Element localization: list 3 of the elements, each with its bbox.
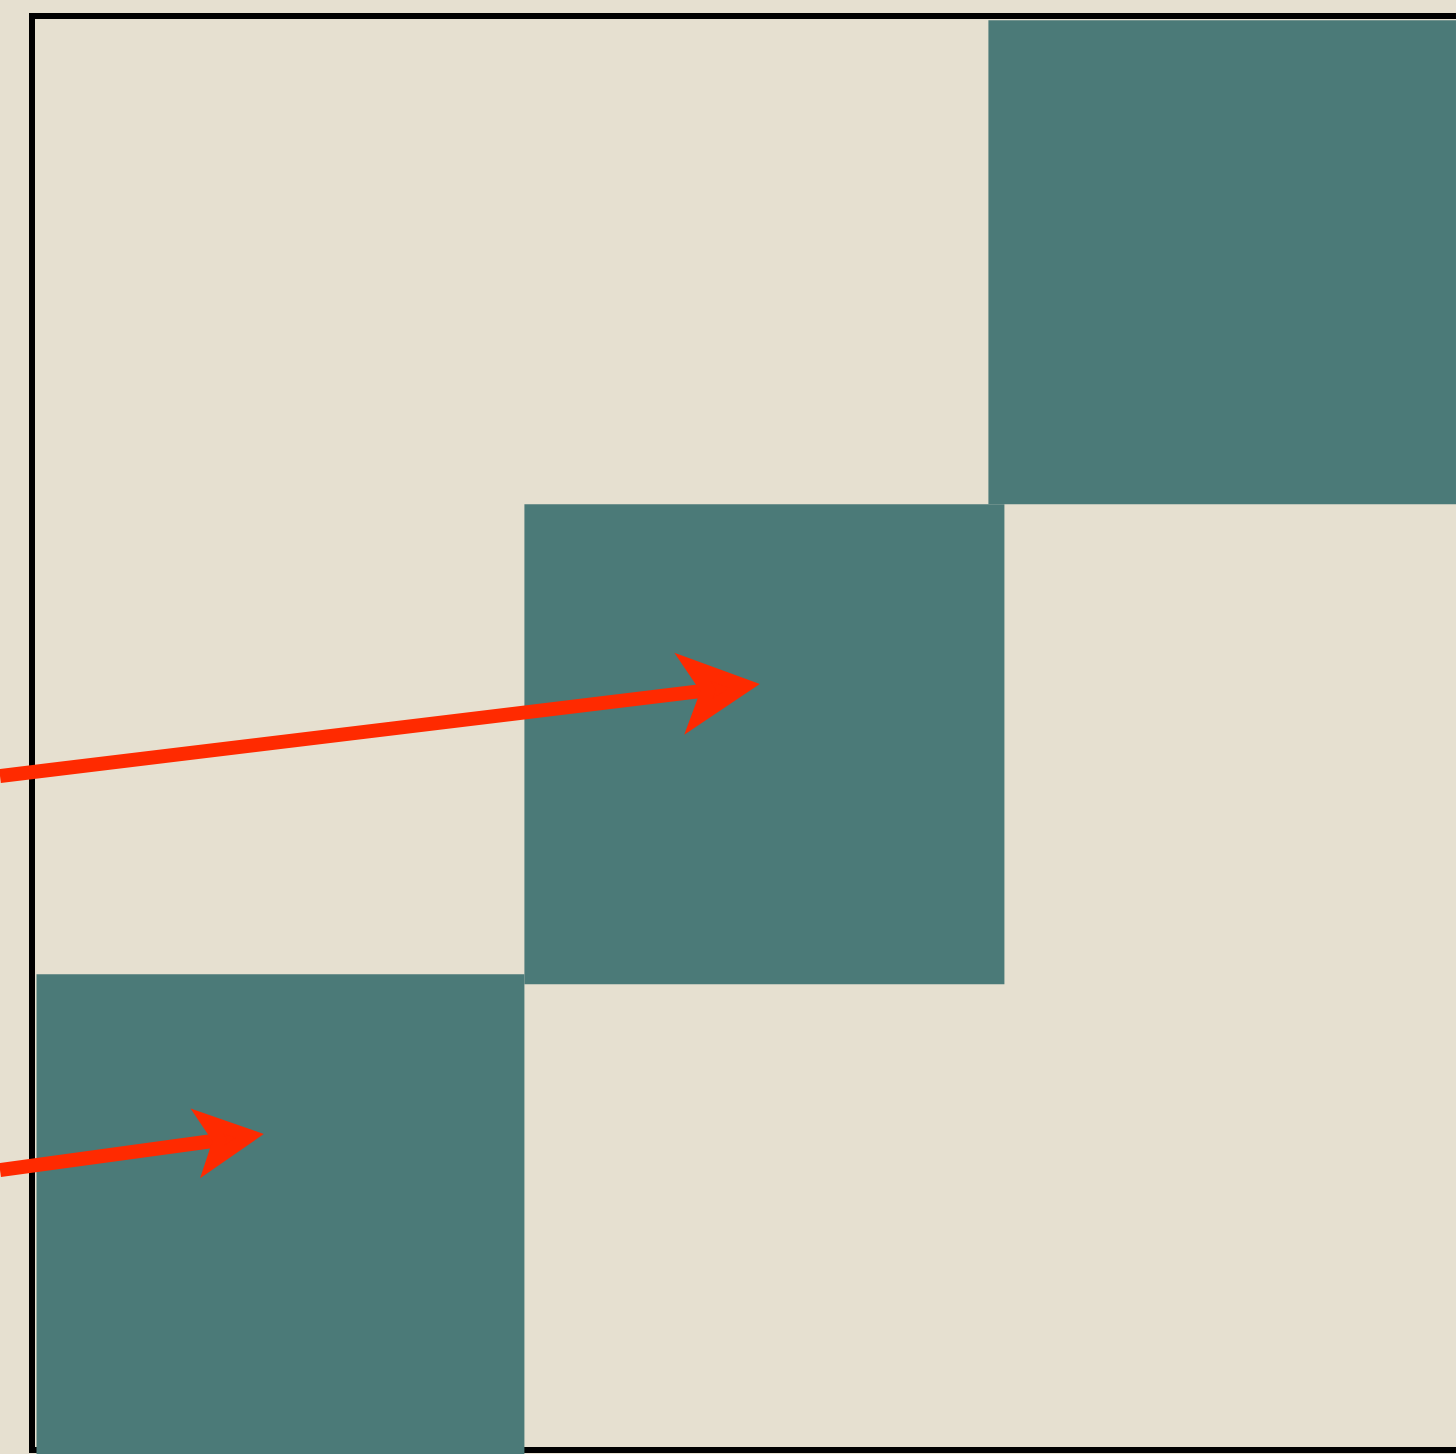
square xyxy=(524,504,1005,985)
square xyxy=(988,20,1456,505)
square xyxy=(36,974,525,1454)
